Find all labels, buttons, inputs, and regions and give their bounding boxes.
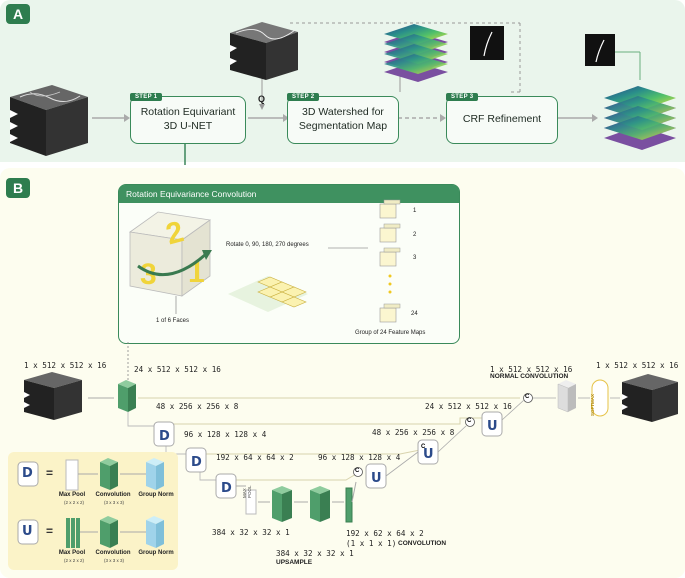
q-cube-icon [230,22,298,80]
concat-label-4: C [525,394,530,400]
segmentation-stack-icon [384,24,448,82]
legend-r1-maxpool: Max Pool [58,492,86,498]
legend-r1-groupnorm: Group Norm [138,492,174,498]
step3-line1: CRF Refinement [462,113,542,126]
svg-text:U: U [371,471,382,486]
shape-bottom1: 384 x 32 x 32 x 1 [212,528,290,537]
unfolded-faces-icon [228,276,308,312]
normal-conv-label: NORMAL CONVOLUTION [490,373,569,380]
svg-text:U: U [487,419,498,434]
feature-index-3: 3 [413,255,417,261]
shape-u-mid: 48 x 256 x 256 x 8 [372,428,455,437]
bottom-maxpool-icon [245,489,257,515]
input-volume-icon [10,85,88,156]
svg-text:D: D [221,481,232,496]
step3-tag: STEP 3 [446,93,479,101]
first-conv-block-icon [118,380,136,412]
panel-b-badge: B [6,178,30,198]
legend-r2-groupnorm: Group Norm [138,550,174,556]
bottom-conv-1-icon [272,486,292,522]
group-text: Group of 24 Feature Maps [355,330,426,336]
final-conv-block-icon [557,380,576,413]
down-block-1-icon: D [153,421,175,447]
legend-r2-maxpool-sub: (2 x 2 x 2) [63,558,84,563]
shape-conv-1x1-a: 192 x 62 x 64 x 2 [346,529,424,538]
concat-circle-3 [465,417,475,427]
rec-title: Rotation Equivariance Convolution [119,185,459,203]
legend-r2-conv: Convolution [95,550,131,556]
step1-line2: 3D U-NET [163,120,213,132]
concat-label-3: C [467,418,472,424]
shape-first-conv: 24 x 512 x 512 x 16 [134,365,221,374]
legend-r2-maxpool: Max Pool [58,550,86,556]
cube-digit-left: 3 [140,258,157,291]
legend-r1-conv: Convolution [95,492,131,498]
feature-map-cubes [379,199,401,323]
step1-line1: Rotation Equivariant [140,106,236,119]
legend-r1-conv-sub: (3 x 3 x 3) [103,500,124,505]
step2-line1: 3D Watershed for [302,106,384,119]
legend-equals-2: = [46,524,54,538]
output-stack-icon [604,86,676,150]
step2-tag: STEP 2 [287,93,320,101]
legend-r2-conv-sub: (3 x 3 x 3) [103,558,124,563]
shape-final-conv: 1 x 512 x 512 x 16 [490,365,573,374]
rotate-text: Rotate 0, 90, 180, 270 degrees [226,242,309,248]
up-block-1-icon: U [365,463,387,489]
shape-u-low: 96 x 128 x 128 x 4 [318,453,401,462]
feature-index-2: 2 [413,232,417,238]
shape-output: 1 x 512 x 512 x 16 [596,361,679,370]
rec-graphics: 2 3 1 [128,199,401,323]
legend-r1-maxpool-sub: (2 x 2 x 2) [63,500,84,505]
legend-equals-1: = [46,466,54,480]
convolution-label: CONVOLUTION [398,540,447,547]
unet-output-volume-icon [622,374,678,422]
shape-conv-1x1-b: (1 x 1 x 1) [346,539,397,548]
down-block-2-icon: D [185,447,207,473]
shape-u-top: 24 x 512 x 512 x 16 [425,402,512,411]
svg-text:D: D [191,455,202,470]
legend-u-letter: U [22,524,33,539]
feature-index-24: 24 [411,311,418,317]
concat-label-1: C [355,468,360,474]
shape-d3: 192 x 64 x 64 x 2 [216,453,294,462]
step3-box: CRF Refinement [446,96,558,144]
concat-circle-1 [353,467,363,477]
bottom-conv-2-icon [310,486,330,522]
step2-line2: Segmentation Map [298,120,388,132]
upsample-label: UPSAMPLE [276,559,313,566]
shape-d1: 48 x 256 x 256 x 8 [156,402,239,411]
bottom-maxpool-label: MAX POOL [242,485,252,498]
shape-input: 1 x 512 x 512 x 16 [24,361,107,370]
svg-text:U: U [423,447,434,462]
legend-graphics [17,458,164,548]
unet-input-volume-icon [24,372,82,420]
down-block-3-icon: D [215,473,237,499]
legend-d-letter: D [22,466,33,481]
shape-d2: 96 x 128 x 128 x 4 [184,430,267,439]
concat-label-2: C [421,444,426,450]
panel-a-graphics [10,22,676,165]
concat-circle-4 [523,393,533,403]
legend-u-icon [17,519,39,545]
upsample-conv-icon [345,487,353,523]
rotation-cube-icon: 2 3 1 [128,211,212,297]
panel-a-badge: A [6,4,30,24]
up-block-3-icon: U [481,411,503,437]
step1-tag: STEP 1 [130,93,163,101]
shape-bottom2: 384 x 32 x 32 x 1 [276,549,354,558]
softmax-icon [591,379,609,417]
svg-text:D: D [159,429,170,444]
softmax-label: SOFTMAX [590,394,595,416]
faces-text: 1 of 6 Faces [156,318,190,324]
feature-index-1: 1 [413,208,417,214]
unet-graphics: D D D U U U [24,342,678,523]
legend-d-icon [17,461,39,487]
q-label: Q [258,94,266,104]
